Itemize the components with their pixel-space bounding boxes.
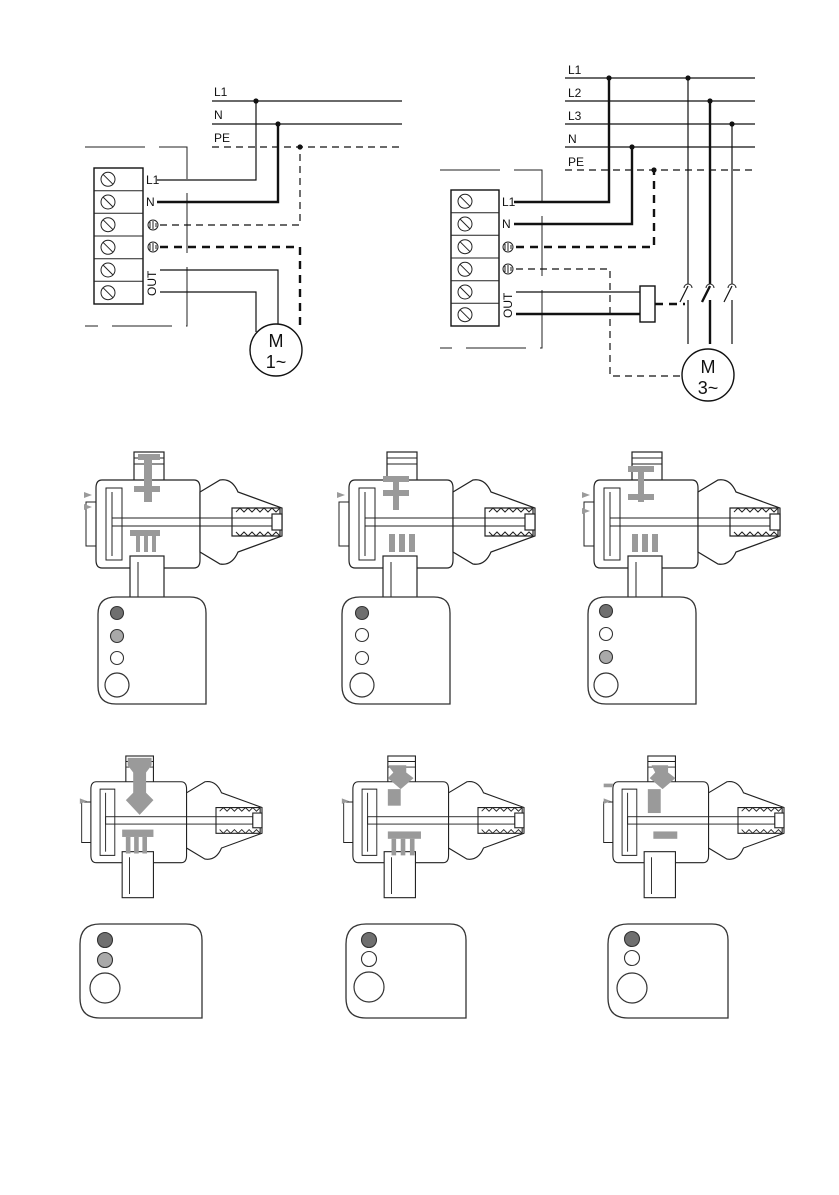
wire-out-1 xyxy=(160,270,278,328)
reset-button[interactable] xyxy=(594,673,618,697)
wire-pe xyxy=(516,170,654,247)
led-indicator xyxy=(625,932,640,947)
terminal-label-l1: L1 xyxy=(502,195,516,209)
supply-label-n: N xyxy=(568,132,577,146)
terminal-block: L1 N OUT xyxy=(94,168,160,304)
pressure-switch-cross-section-2 xyxy=(337,452,535,606)
ground-icon xyxy=(148,242,158,252)
terminal-label-n: N xyxy=(146,195,155,209)
wire-pe-motor xyxy=(516,269,684,376)
pressure-switch-cross-section-6 xyxy=(604,756,784,898)
supply-label-l2: L2 xyxy=(568,86,582,100)
led-panel-3 xyxy=(588,597,696,704)
reset-button[interactable] xyxy=(105,673,129,697)
led-indicator xyxy=(362,952,377,967)
led-indicator xyxy=(98,953,113,968)
ground-icon xyxy=(503,242,513,252)
flow-arrow-icon xyxy=(342,798,349,804)
three-phase-wiring-diagram: L1 L2 L3 N PE L1 N OUT xyxy=(440,63,755,401)
wire-l1 xyxy=(514,78,609,202)
supply-label-pe: PE xyxy=(214,131,230,145)
pressure-switch-cross-section-3 xyxy=(582,452,780,606)
contactor-coil xyxy=(640,286,655,322)
pressure-switch-cross-section-4 xyxy=(80,756,262,898)
pressure-switch-cross-section-1 xyxy=(84,452,282,606)
led-indicator xyxy=(111,630,124,643)
led-indicator xyxy=(356,629,369,642)
wire-out-2 xyxy=(160,292,256,332)
flow-arrow-icon xyxy=(604,784,613,804)
supply-label-pe: PE xyxy=(568,155,584,169)
single-phase-wiring-diagram: L1 N PE L1 N OUT xyxy=(85,85,402,376)
terminal-label-n: N xyxy=(502,217,511,231)
led-indicator xyxy=(600,651,613,664)
led-indicator xyxy=(600,605,613,618)
led-indicator xyxy=(111,607,124,620)
led-indicator xyxy=(362,933,377,948)
motor-single-phase: M 1~ xyxy=(250,324,302,376)
led-panel-5 xyxy=(346,924,466,1018)
led-indicator xyxy=(111,652,124,665)
supply-label-n: N xyxy=(214,108,223,122)
led-panel-6 xyxy=(608,924,728,1018)
led-panel-2 xyxy=(342,597,450,704)
led-panel-1 xyxy=(98,597,206,704)
motor-three-phase: M 3~ xyxy=(682,349,734,401)
motor-label: M xyxy=(269,331,284,351)
terminal-label-out: OUT xyxy=(145,270,159,296)
flow-arrow-icon xyxy=(582,492,590,514)
flow-arrow-icon xyxy=(80,798,87,804)
flow-arrow-icon xyxy=(337,492,345,498)
terminal-block: L1 N OUT xyxy=(451,190,516,326)
reset-button[interactable] xyxy=(617,973,647,1003)
wire-pe-motor xyxy=(160,247,300,330)
supply-label-l1: L1 xyxy=(568,63,582,77)
led-indicator xyxy=(600,628,613,641)
flow-arrow-icon xyxy=(84,492,92,510)
motor-phase-label: 3~ xyxy=(698,378,719,398)
reset-button[interactable] xyxy=(350,673,374,697)
led-panel-4 xyxy=(80,924,202,1018)
led-indicator xyxy=(625,951,640,966)
reset-button[interactable] xyxy=(90,973,120,1003)
ground-icon xyxy=(503,264,513,274)
supply-label-l3: L3 xyxy=(568,109,582,123)
led-indicator xyxy=(98,933,113,948)
led-indicator xyxy=(356,652,369,665)
terminal-label-out: OUT xyxy=(501,292,515,318)
ground-icon xyxy=(148,220,158,230)
led-indicator xyxy=(356,607,369,620)
supply-label-l1: L1 xyxy=(214,85,228,99)
motor-phase-label: 1~ xyxy=(266,352,287,372)
reset-button[interactable] xyxy=(354,972,384,1002)
wire-l1 xyxy=(157,101,256,180)
pressure-switch-cross-section-5 xyxy=(342,756,524,898)
contactor-switch-contacts xyxy=(680,284,736,344)
motor-label: M xyxy=(701,357,716,377)
